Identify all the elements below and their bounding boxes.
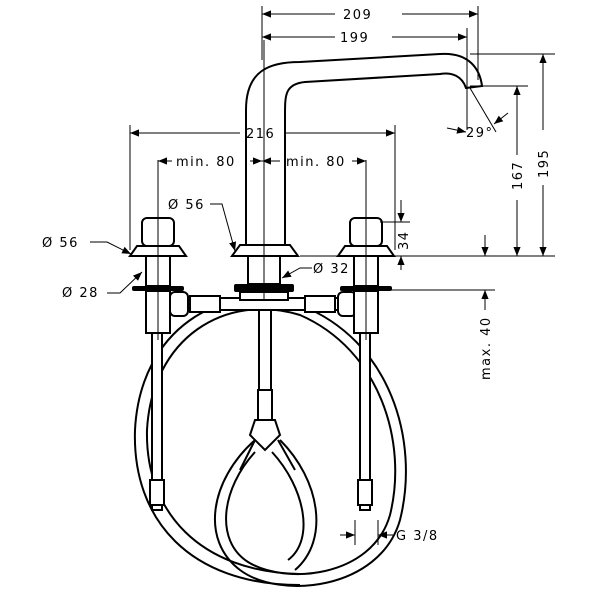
dim-34-label: 34 [397,230,412,250]
max-40-label: max. 40 [479,316,494,380]
dim-min80-right-label: min. 80 [286,155,346,170]
dim-216-label: 216 [246,127,275,142]
angle-label: 29° [466,126,494,141]
right-handle [336,160,396,340]
dim-195-label: 195 [537,149,552,178]
dim-209-label: 209 [343,8,372,23]
dim-167-label: 167 [511,161,526,190]
left-handle [128,160,188,340]
dimension-lines [90,6,555,545]
shank-diameter-label: Ø 28 [62,286,99,301]
spout-shank-diameter-label: Ø 32 [313,262,350,277]
dim-199-label: 199 [340,31,369,46]
spout [230,40,484,301]
spout-base-diameter-label: Ø 56 [168,198,205,213]
dim-min80-left-label: min. 80 [176,155,236,170]
thread-label: G 3/8 [396,529,439,544]
supply-tubes [149,299,373,511]
handle-diameter-label: Ø 56 [42,236,79,251]
